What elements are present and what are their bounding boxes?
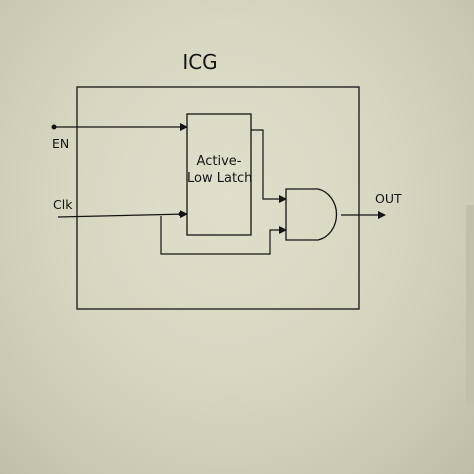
latch-label: Active- Low Latch (187, 153, 253, 187)
latch-output-wire (251, 129, 287, 203)
latch-block (186, 113, 252, 236)
diagram-title: ICG (182, 50, 218, 74)
enable-pin-label: EN (52, 136, 70, 151)
clock-pin-label: Clk (53, 197, 73, 212)
right-edge-shadow (466, 205, 474, 405)
output-pin-label: OUT (375, 191, 402, 206)
icg-boundary (76, 86, 360, 310)
clock-branch-wire (160, 216, 287, 255)
latch-label-line2: Low Latch (187, 171, 253, 186)
clock-wire (57, 210, 188, 219)
clock-junction-dot (178, 211, 184, 217)
latch-label-line1: Active- (196, 154, 242, 169)
and-gate (285, 188, 338, 241)
